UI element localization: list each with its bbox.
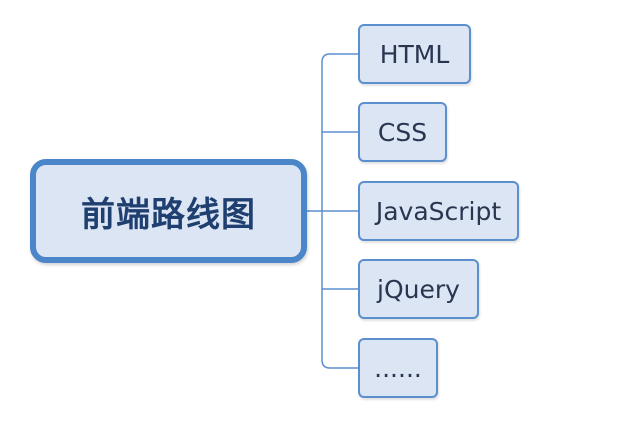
node-javascript: JavaScript [358,181,519,241]
node-css: CSS [358,102,447,162]
root-node: 前端路线图 [30,159,307,263]
connector-branch-html [321,53,358,211]
node-jquery: jQuery [358,259,479,319]
node-more: ...... [358,338,438,398]
node-label: ...... [374,353,422,383]
node-html: HTML [358,24,471,84]
node-label: JavaScript [375,196,502,226]
node-label: CSS [377,117,428,147]
node-label: jQuery [377,274,460,304]
connector-branch-more [321,211,358,369]
node-label: HTML [379,39,450,69]
root-node-label: 前端路线图 [81,194,256,235]
